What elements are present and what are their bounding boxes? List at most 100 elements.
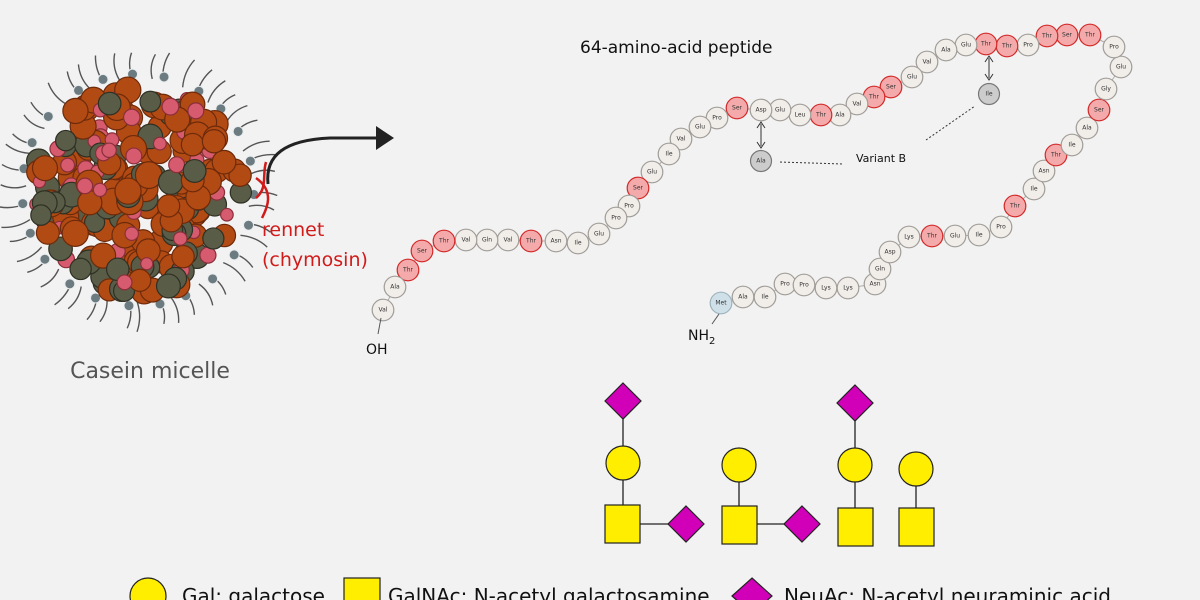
svg-text:Ile: Ile xyxy=(574,240,581,247)
casein-submicelle xyxy=(155,273,181,299)
svg-text:Ala: Ala xyxy=(738,294,748,301)
casein-submicelle xyxy=(69,257,92,281)
kappa-casein-hair xyxy=(77,64,91,90)
gal-circle-icon xyxy=(837,447,873,483)
svg-text:Ile: Ile xyxy=(985,91,992,98)
residue-glu: Glu xyxy=(688,115,712,139)
casein-submicelle xyxy=(220,207,234,222)
svg-text:Thr: Thr xyxy=(1009,203,1020,210)
svg-text:Pro: Pro xyxy=(712,115,722,122)
casein-submicelle xyxy=(62,97,89,125)
residue-thr: Thr xyxy=(1078,23,1102,47)
legend-galnac-label: GalNAc: N-acetyl galactosamine xyxy=(388,584,710,600)
micelle-head xyxy=(97,73,109,85)
residue-lys: Lys xyxy=(836,276,860,300)
glycan-2 xyxy=(721,447,821,545)
micelle-head xyxy=(73,84,85,96)
casein-micelle-illustration xyxy=(0,52,278,333)
residue-lys: Lys xyxy=(814,276,838,300)
residue-val: Val xyxy=(845,92,869,116)
svg-text:Ile: Ile xyxy=(761,294,768,301)
kappa-casein-hair xyxy=(207,80,226,103)
galnac-square-icon xyxy=(837,507,874,547)
casein-submicelle xyxy=(97,91,122,116)
svg-text:Glu: Glu xyxy=(647,169,657,176)
casein-submicelle xyxy=(180,132,205,157)
casein-submicelle xyxy=(61,219,89,248)
svg-text:Ile: Ile xyxy=(665,151,672,158)
legend-neuac-label: NeuAc: N-acetyl neuraminic acid xyxy=(784,584,1111,600)
residue-thr: Thr xyxy=(809,103,833,127)
glycan-1 xyxy=(604,382,705,544)
kappa-casein-hair xyxy=(23,114,45,130)
svg-text:Pro: Pro xyxy=(799,282,809,289)
galnac-square-icon xyxy=(721,505,758,545)
svg-text:Ala: Ala xyxy=(941,47,951,54)
svg-text:Ser: Ser xyxy=(633,185,644,192)
micelle-head xyxy=(24,227,36,239)
svg-text:Ala: Ala xyxy=(835,112,845,119)
cleavage-arrow-head xyxy=(376,126,394,150)
svg-text:Ile: Ile xyxy=(1068,142,1075,149)
kappa-casein-hair xyxy=(1,218,31,229)
svg-text:Lys: Lys xyxy=(821,285,830,292)
residue-thr: Thr xyxy=(974,32,998,56)
residue-thr: Thr xyxy=(519,229,543,253)
kappa-casein-hair xyxy=(248,204,275,211)
residue-thr: Thr xyxy=(920,224,944,248)
casein-submicelle xyxy=(228,163,252,187)
casein-submicelle xyxy=(116,274,133,291)
casein-submicelle xyxy=(54,129,77,152)
residue-ala: Ala xyxy=(383,275,407,299)
gal-circle-icon xyxy=(898,451,934,487)
gal-circle-icon xyxy=(721,447,757,483)
svg-text:Lys: Lys xyxy=(904,234,913,241)
micelle-head xyxy=(207,273,219,285)
kappa-casein-hair xyxy=(67,286,82,310)
svg-text:Glu: Glu xyxy=(594,231,604,238)
svg-text:Ser: Ser xyxy=(732,105,743,112)
svg-text:Lys: Lys xyxy=(843,285,852,292)
kappa-casein-hair xyxy=(0,184,27,189)
casein-submicelle xyxy=(201,129,227,154)
svg-text:Leu: Leu xyxy=(795,112,806,119)
svg-text:Ala: Ala xyxy=(756,158,766,165)
legend-gal-label: Gal: galactose xyxy=(182,584,325,600)
residue-val: Val xyxy=(454,228,478,252)
residue-ser: Ser xyxy=(410,239,434,263)
casein-submicelle xyxy=(211,149,237,175)
svg-text:Glu: Glu xyxy=(775,107,785,114)
casein-submicelle xyxy=(122,108,141,127)
svg-text:Thr: Thr xyxy=(980,41,991,48)
neuac-diamond-icon xyxy=(667,505,705,543)
residue-asn: Asn xyxy=(1032,159,1056,183)
svg-text:Asp: Asp xyxy=(884,249,895,256)
galnac-square-icon xyxy=(898,507,935,547)
residue-ile: Ile xyxy=(753,285,777,309)
kappa-casein-hair xyxy=(181,59,196,88)
residue-ala: Ala xyxy=(1075,116,1099,140)
residue-ile: Ile xyxy=(967,223,991,247)
variant-leader-2 xyxy=(925,105,976,141)
residue-pro: Pro xyxy=(1016,33,1040,57)
casein-submicelle xyxy=(124,226,140,242)
legend: Gal: galactose GalNAc: N-acetyl galactos… xyxy=(129,577,1111,600)
svg-text:Ile: Ile xyxy=(975,232,982,239)
variant-residue-ile: Ile xyxy=(977,82,1001,106)
residue-pro: Pro xyxy=(604,206,628,230)
micelle-head xyxy=(17,198,29,210)
micelle-head xyxy=(64,278,76,290)
residue-leu: Leu xyxy=(788,103,812,127)
gal-circle-icon xyxy=(605,445,641,481)
residue-pro: Pro xyxy=(792,273,816,297)
variant-b-label: Variant B xyxy=(856,152,906,165)
residue-thr: Thr xyxy=(396,258,420,282)
residue-pro: Pro xyxy=(705,106,729,130)
kappa-casein-hair xyxy=(226,104,248,122)
svg-text:Thr: Thr xyxy=(815,112,826,119)
svg-text:Pro: Pro xyxy=(780,281,790,288)
glycan-structures xyxy=(604,382,935,547)
casein-submicelle xyxy=(140,257,154,271)
